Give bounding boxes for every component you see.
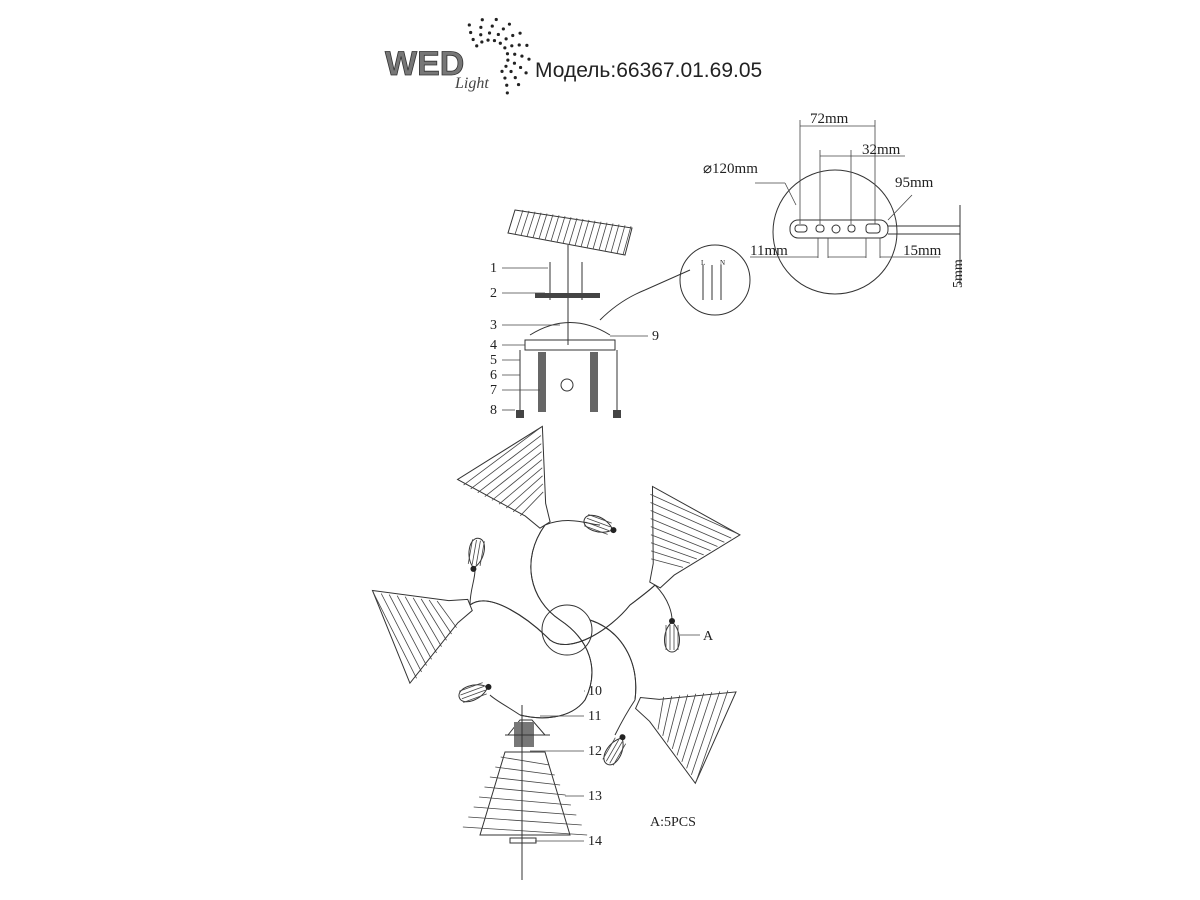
part-label-5: 5 bbox=[490, 353, 497, 368]
mounting-plate-detail: 72mm 32mm ⌀120mm 95mm 11mm 15mm 5mm bbox=[703, 111, 966, 295]
dim-5mm: 5mm bbox=[951, 259, 966, 288]
chandelier-arms bbox=[469, 520, 673, 736]
part-label-10: 10 bbox=[588, 684, 602, 699]
dim-72mm: 72mm bbox=[810, 111, 849, 127]
bottom-shade-assembly bbox=[462, 705, 588, 880]
lamp-shade bbox=[456, 425, 551, 529]
bulb bbox=[664, 618, 680, 653]
dim-diameter-120mm: ⌀120mm bbox=[703, 161, 758, 177]
wed-light-logo: WED Light bbox=[385, 17, 531, 95]
part-label-14: 14 bbox=[588, 834, 602, 849]
dim-15mm: 15mm bbox=[903, 243, 942, 259]
wire-n-label: N bbox=[720, 259, 725, 267]
wire-l-label: L bbox=[701, 259, 705, 267]
part-label-3: 3 bbox=[490, 318, 497, 333]
bulb bbox=[467, 537, 485, 572]
canopy-assembly: L N bbox=[507, 209, 751, 418]
part-label-8: 8 bbox=[490, 403, 497, 418]
part-label-1: 1 bbox=[490, 261, 497, 276]
part-label-9: 9 bbox=[652, 329, 659, 344]
part-label-13: 13 bbox=[588, 789, 602, 804]
bulb bbox=[458, 682, 492, 703]
lamp-shade bbox=[371, 589, 473, 685]
bulb bbox=[583, 514, 617, 535]
bulb bbox=[602, 734, 627, 766]
svg-text:WED: WED bbox=[385, 45, 464, 83]
svg-text:Light: Light bbox=[454, 75, 489, 92]
lamp-shade bbox=[634, 690, 737, 785]
bulb-quantity-note: A:5PCS bbox=[650, 815, 696, 830]
bulb-callout-a: A bbox=[703, 629, 714, 644]
dim-11mm: 11mm bbox=[750, 243, 788, 259]
lamp-shade bbox=[649, 485, 741, 589]
part-label-12: 12 bbox=[588, 744, 602, 759]
part-label-4: 4 bbox=[490, 338, 497, 353]
model-label: Модель:66367.01.69.05 bbox=[535, 59, 762, 82]
part-label-6: 6 bbox=[490, 368, 497, 383]
dim-32mm: 32mm bbox=[862, 142, 901, 158]
part-label-2: 2 bbox=[490, 286, 497, 301]
part-label-7: 7 bbox=[490, 383, 497, 398]
part-label-11: 11 bbox=[588, 709, 601, 724]
dim-95mm: 95mm bbox=[895, 175, 934, 191]
